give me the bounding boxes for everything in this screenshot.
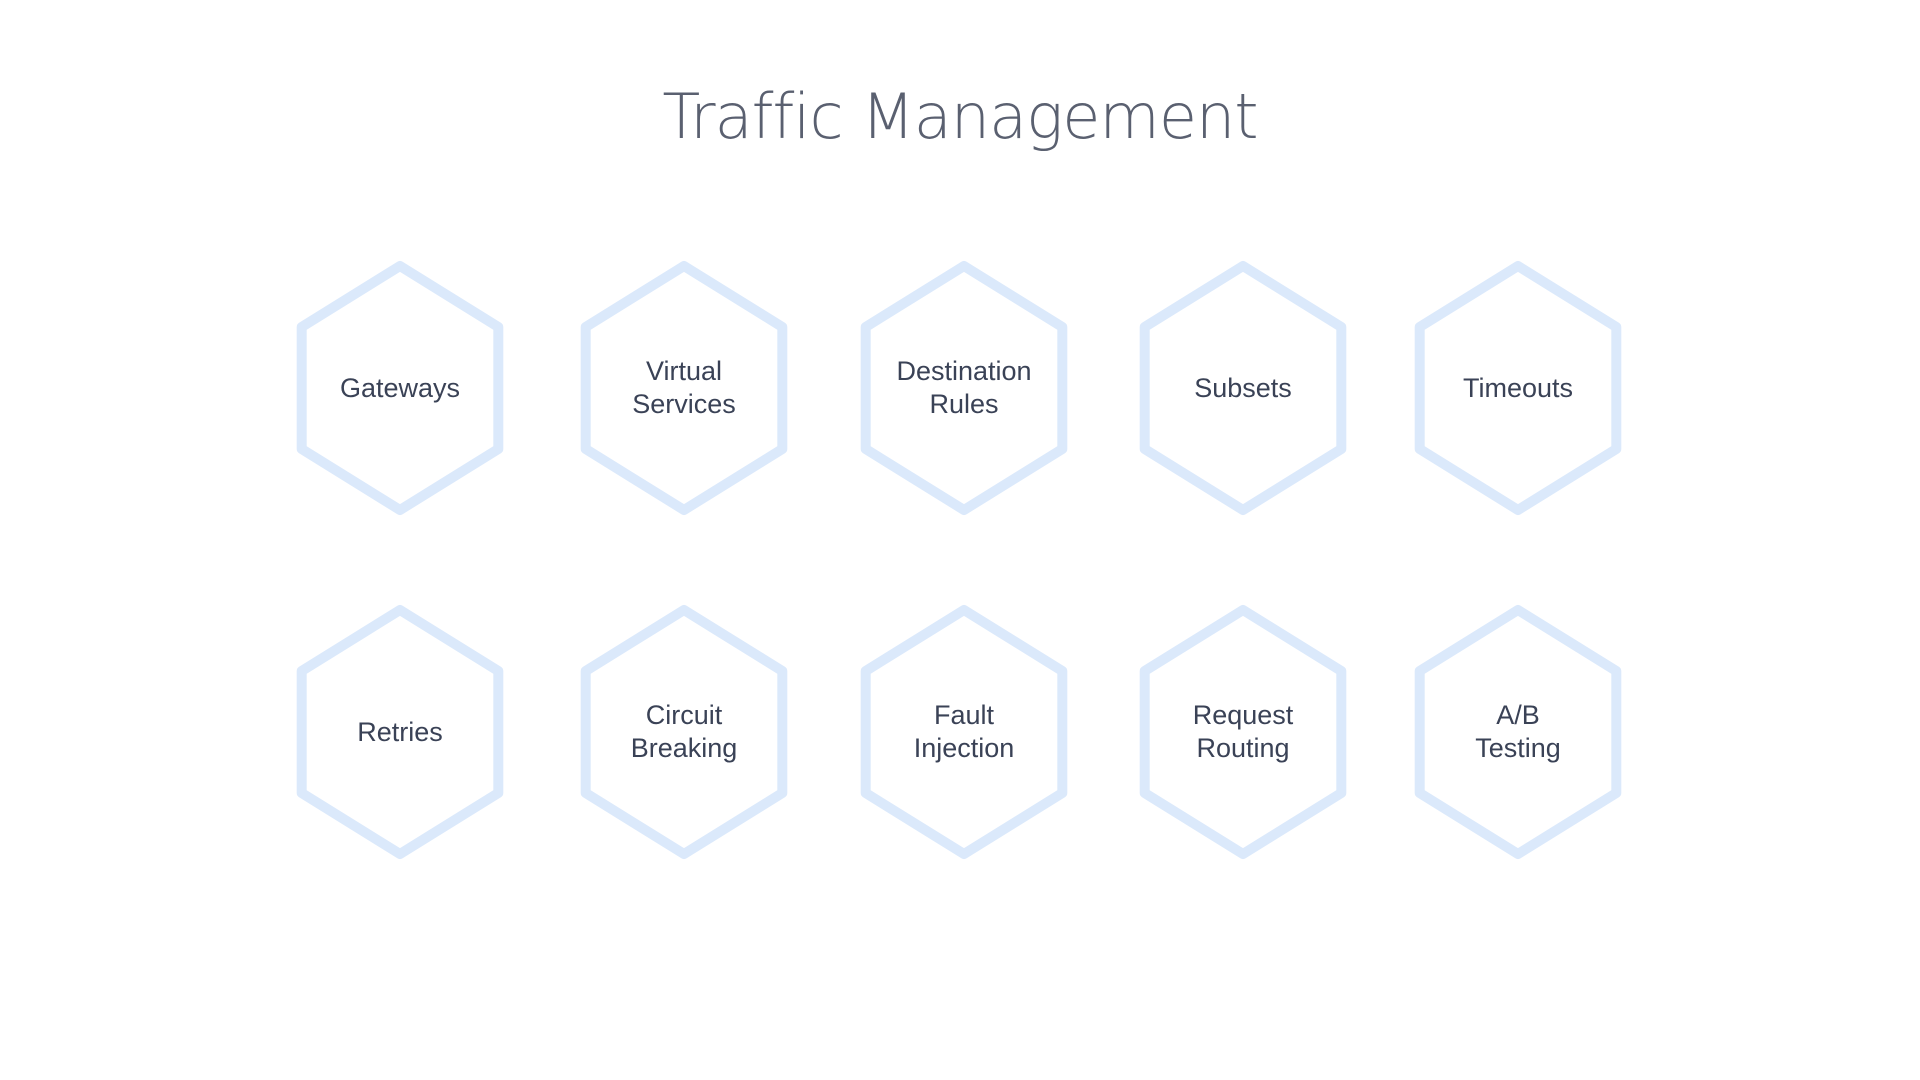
hexagon-label: Circuit Breaking xyxy=(630,700,738,763)
hexagon-shape xyxy=(1139,261,1347,515)
hexagon-shape xyxy=(860,605,1068,859)
hexagon-shape xyxy=(1139,605,1347,859)
hexagon-virtual-services: Virtual Services xyxy=(564,258,804,518)
hexagon-shape xyxy=(580,261,788,515)
hexagon-shape xyxy=(580,605,788,859)
hexagon-destination-rules: Destination Rules xyxy=(844,258,1084,518)
hexagon-shape xyxy=(1414,605,1622,859)
hexagon-label: Retries xyxy=(357,716,443,747)
hexagon-shape xyxy=(296,261,504,515)
hexagon-label: Request Routing xyxy=(1192,700,1294,763)
hexagon-label: Destination Rules xyxy=(896,356,1032,419)
hexagon-request-routing: Request Routing xyxy=(1123,602,1363,862)
hexagon-timeouts: Timeouts xyxy=(1398,258,1638,518)
hexagon-shape xyxy=(1414,261,1622,515)
hexagon-gateways: Gateways xyxy=(280,258,520,518)
hexagon-subsets: Subsets xyxy=(1123,258,1363,518)
page-title: Traffic Management xyxy=(662,80,1258,153)
hexagon-a-b-testing: A/B Testing xyxy=(1398,602,1638,862)
hexagon-retries: Retries xyxy=(280,602,520,862)
hexagon-label: Gateways xyxy=(339,372,461,403)
hexagon-circuit-breaking: Circuit Breaking xyxy=(564,602,804,862)
hexagon-label: Subsets xyxy=(1194,372,1292,403)
hexagon-label: Timeouts xyxy=(1462,372,1574,403)
hexagon-label: A/B Testing xyxy=(1475,700,1561,763)
hexagon-label: Fault Injection xyxy=(913,700,1015,763)
hexagon-fault-injection: Fault Injection xyxy=(844,602,1084,862)
hexagon-shape xyxy=(296,605,504,859)
hexagon-label: Virtual Services xyxy=(632,356,736,419)
hexagon-shape xyxy=(860,261,1068,515)
